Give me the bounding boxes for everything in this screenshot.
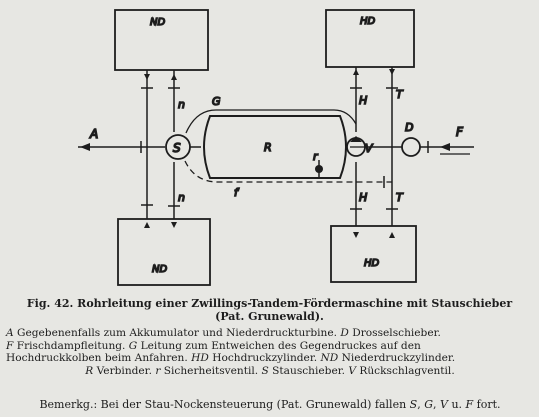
label-verbinder: R [264, 141, 272, 154]
legend-text: Niederdruckzylinder. [338, 352, 456, 365]
note-text: , [417, 398, 425, 411]
sicherheits-valve [314, 160, 324, 179]
label-nd-top: ND [150, 17, 165, 28]
legend-key: D [340, 327, 349, 339]
pipe-a [78, 141, 165, 153]
legend-key: R [85, 364, 94, 377]
remark-note: Bemerkg.: Bei der Stau-Nockensteuerung (… [6, 398, 534, 411]
label-hd-bottom: HD [364, 258, 380, 269]
note-text: u. [447, 398, 466, 411]
legend-text: Drosselschieber. [348, 327, 441, 339]
figure-caption: Fig. 42. Rohrleitung einer Zwillings-Tan… [0, 297, 539, 323]
note-text: fort. [473, 398, 501, 411]
label-sicherheit: r [313, 150, 319, 163]
legend-text: Frischdampfleitung. [13, 339, 129, 352]
label-stauschieber: S [173, 141, 181, 155]
legend-text: Hochdruckzylinder. [208, 352, 321, 365]
label-pipe-t-top: T [396, 88, 404, 101]
legend-text: Sicherheitsventil. [160, 364, 262, 377]
label-ventil: V [365, 142, 374, 155]
legend-key: G [128, 339, 138, 352]
verbinder-receiver [203, 115, 347, 179]
figure-legend: A Gegebenenfalls zum Akkumulator und Nie… [6, 327, 534, 377]
label-pipe-h-top: H [359, 94, 367, 107]
label-nd-bottom: ND [152, 264, 167, 275]
legend-line-4: R Verbinder. r Sicherheitsventil. S Stau… [6, 365, 534, 378]
legend-key: A [6, 327, 14, 339]
caption-line-2: (Pat. Grunewald). [215, 310, 324, 323]
hd-cylinder-bottom [330, 225, 417, 283]
legend-key: r [155, 364, 161, 377]
label-pipe-g: G [212, 95, 221, 108]
legend-line-1: A Gegebenenfalls zum Akkumulator und Nie… [6, 327, 534, 340]
legend-key: HD [191, 352, 209, 365]
legend-text: Hochdruckkolben beim Anfahren. [6, 352, 192, 365]
legend-text: Leitung zum Entweichen des Gegendruckes … [137, 339, 421, 352]
legend-text: Stauschieber. [268, 364, 349, 377]
label-pipe-f: f [234, 186, 240, 199]
note-text: Bemerkg.: Bei der Stau-Nockensteuerung (… [39, 398, 410, 411]
drossel-valve [401, 137, 421, 157]
nd-cylinder-bottom [117, 218, 211, 286]
legend-text: Verbinder. [93, 364, 156, 377]
label-pipe-h-bottom: H [359, 191, 367, 204]
label-pipe-n-top: n [178, 98, 185, 111]
pipe-f [184, 160, 392, 183]
frischdampf-arrow [440, 143, 450, 151]
pipe-n [141, 70, 180, 219]
legend-key: ND [320, 352, 339, 365]
label-hd-top: HD [360, 16, 376, 27]
label-drossel: D [405, 121, 413, 134]
legend-key: S [261, 364, 269, 377]
pipeline-diagram: ND HD ND HD S R V D r G f n n H H T T A … [78, 9, 474, 286]
caption-line-1: Fig. 42. Rohrleitung einer Zwillings-Tan… [26, 297, 513, 310]
legend-text: Gegebenenfalls zum Akkumulator und Niede… [13, 327, 341, 339]
label-pipe-n-bottom: n [178, 191, 185, 204]
note-text: , [433, 398, 440, 411]
nd-cylinder-top [114, 9, 209, 71]
note-key: V [440, 398, 448, 411]
legend-text: Rückschlagventil. [356, 364, 455, 377]
note-key: S [409, 398, 418, 411]
label-arrow-a: A [89, 127, 98, 141]
label-arrow-f: F [456, 125, 464, 139]
hd-cylinder-top [325, 9, 415, 68]
legend-line-2: F Frischdampfleitung. G Leitung zum Entw… [6, 340, 534, 353]
note-key: G [424, 398, 433, 411]
pipe-g [185, 109, 357, 134]
legend-key: F [6, 339, 14, 352]
legend-line-3: Hochdruckkolben beim Anfahren. HD Hochdr… [6, 352, 534, 365]
flow-arrows [144, 69, 395, 238]
label-pipe-t-bottom: T [396, 191, 404, 204]
legend-key: V [348, 364, 357, 377]
note-key: F [465, 398, 474, 411]
